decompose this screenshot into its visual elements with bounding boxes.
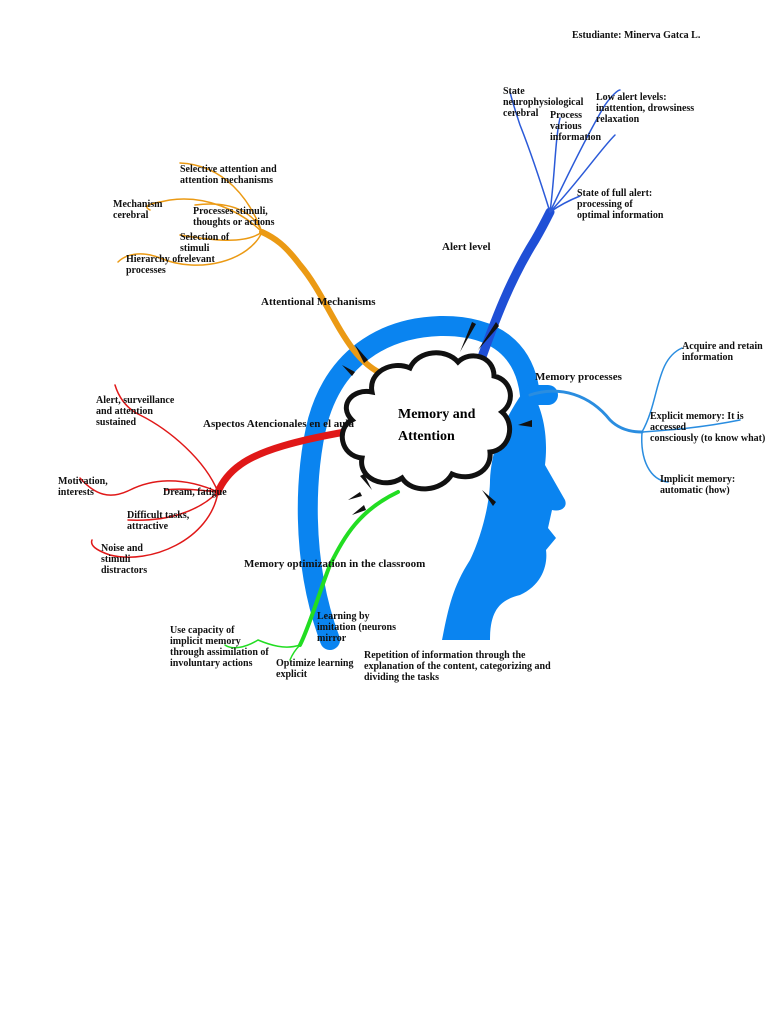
spark-8: [482, 490, 496, 506]
memory-item: Explicit memory: It is accessed consciou…: [650, 411, 766, 444]
optimization-main-line: [298, 490, 400, 647]
spark-7: [352, 505, 366, 515]
alert-sub-line-3: [549, 89, 621, 213]
alert-item: Low alert levels: inattention, drowsines…: [596, 92, 695, 125]
branch-optimization-lines: [224, 490, 400, 661]
optimization-title: Memory optimization in the classroom: [244, 558, 426, 570]
attentional-item: Selection of stimuli relevant: [180, 232, 230, 265]
attentional-sub-line-5: [117, 231, 263, 266]
spark-6: [348, 492, 362, 500]
memory-item: Acquire and retain information: [682, 341, 763, 363]
aula-sub-line-3: [164, 488, 219, 493]
attentional-main-line: [259, 229, 388, 378]
aula-item: Dream, fatigue: [163, 487, 227, 498]
spark-4: [478, 322, 499, 350]
spark-9: [360, 474, 372, 490]
head-outline-stroke: [297, 315, 558, 650]
optimization-item: Use capacity of implicit memory through …: [170, 625, 269, 669]
alert-item: Process various information: [550, 110, 602, 143]
attentional-item: Selective attention and attention mechan…: [180, 164, 277, 186]
branch-attentional-lines: [117, 162, 388, 378]
aula-main-line: [214, 428, 349, 496]
head-face-profile: [442, 385, 566, 640]
alert-title: Alert level: [442, 241, 491, 253]
memory-sub-line-3: [641, 431, 669, 483]
alert-item: State neurophysiological cerebral: [503, 86, 584, 119]
alert-sub-line-4: [549, 134, 616, 213]
memory-main-line: [528, 389, 644, 434]
aula-sub-line-1: [114, 384, 219, 493]
attentional-title: Attentional Mechanisms: [261, 296, 376, 308]
optimization-item: Repetition of information through the ex…: [364, 650, 551, 683]
aula-item: Motivation, interests: [58, 476, 108, 498]
optimization-item: Learning by imitation (neurons mirror: [317, 611, 396, 644]
aula-item: Alert, surveillance and attention sustai…: [96, 395, 175, 428]
attentional-sub-line-3: [194, 203, 263, 233]
aula-item: Noise and stimuli distractors: [101, 543, 148, 576]
alert-sub-line-1: [509, 91, 551, 213]
memory-title: Memory processes: [535, 371, 622, 383]
optimization-sub-line-1: [224, 639, 301, 649]
student-name: Estudiante: Minerva Gatca L.: [572, 30, 701, 41]
center-title: Memory and Attention: [398, 404, 475, 448]
spark-3: [460, 322, 476, 352]
aula-sub-line-5: [90, 491, 219, 558]
spark-2: [355, 345, 368, 363]
head-silhouette: [297, 315, 566, 650]
attentional-sub-line-4: [179, 231, 263, 241]
center-cloud: [339, 350, 513, 492]
aula-sub-line-4: [127, 491, 219, 521]
branch-memory-lines: [528, 347, 741, 483]
attentional-sub-line-2: [146, 198, 263, 233]
memory-sub-line-1: [641, 347, 683, 433]
optimization-item: Optimize learning explicit: [276, 658, 354, 680]
center-title-line1: Memory and: [398, 407, 476, 422]
optimization-sub-line-2: [289, 644, 301, 661]
alert-sub-line-5: [549, 195, 581, 213]
memory-sub-line-2: [641, 419, 741, 433]
spark-marks: [342, 322, 532, 515]
alert-sub-line-2: [549, 117, 561, 213]
spark-1: [342, 365, 355, 376]
attentional-item: Processes stimuli, thoughts or actions: [193, 206, 275, 228]
aula-sub-line-2: [79, 477, 219, 496]
branch-aula-lines: [79, 384, 349, 558]
attentional-item: Mechanism cerebral: [113, 199, 163, 221]
aula-title: Aspectos Atencionales en el aula: [203, 418, 354, 430]
spark-5: [518, 420, 532, 427]
memory-item: Implicit memory: automatic (how): [660, 474, 736, 496]
attentional-item: Hierarchy of processes: [126, 254, 181, 276]
aula-item: Difficult tasks, attractive: [127, 510, 190, 532]
center-title-line2: Attention: [398, 429, 455, 444]
attentional-sub-line-1: [179, 162, 263, 233]
alert-item: State of full alert: processing of optim…: [577, 188, 664, 221]
